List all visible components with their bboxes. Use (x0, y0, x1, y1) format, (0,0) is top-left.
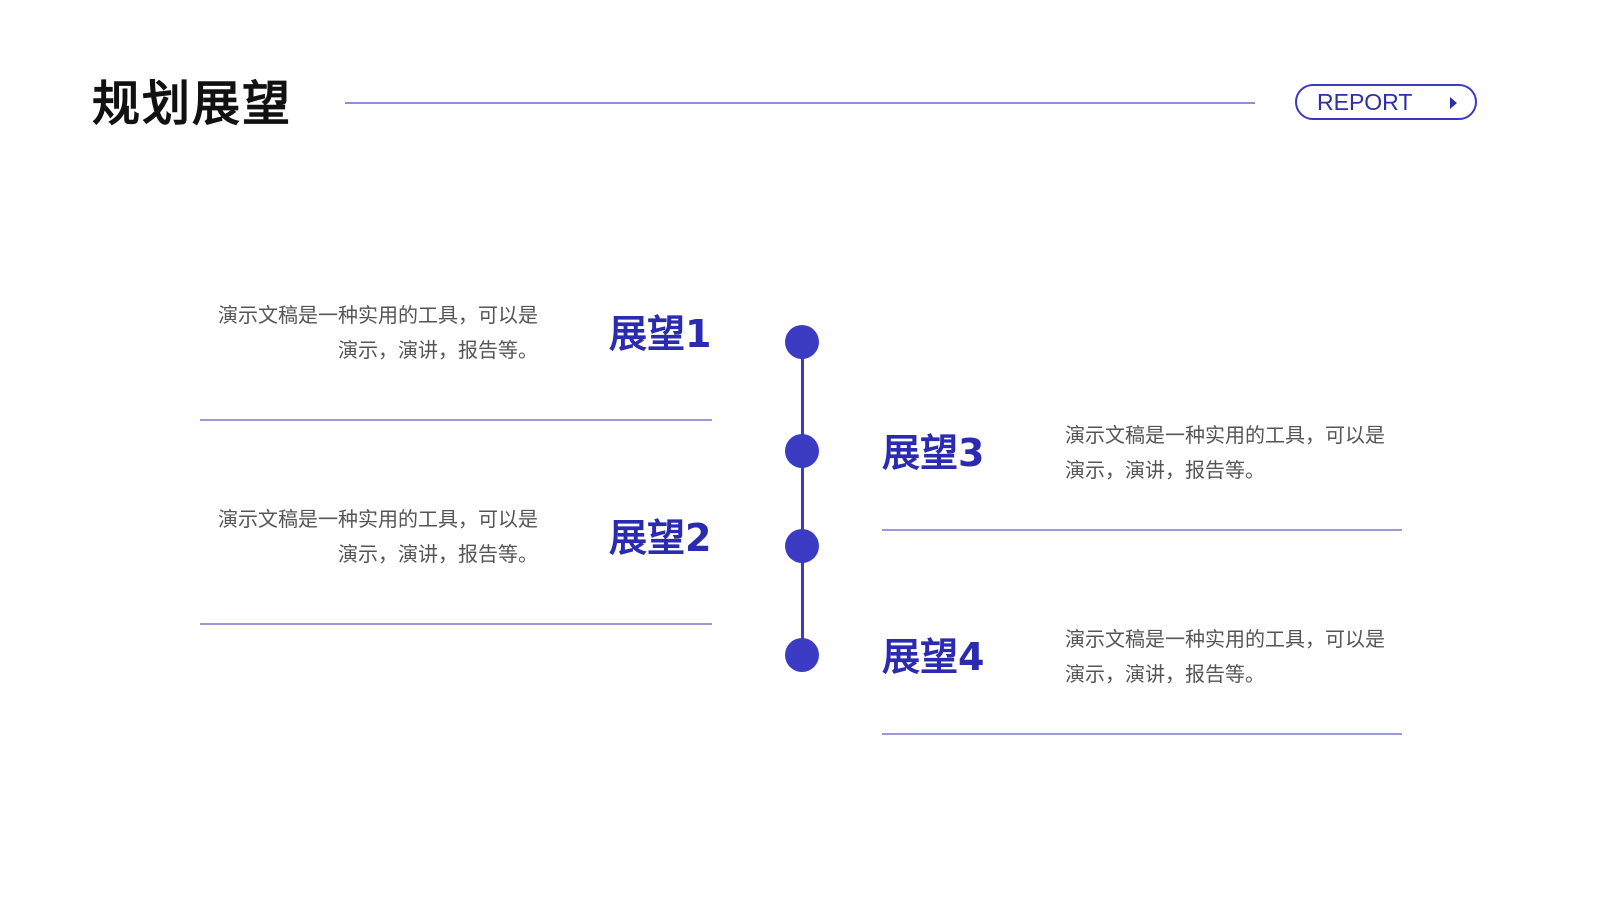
item-2-divider (200, 623, 712, 625)
item-1-divider (200, 419, 712, 421)
item-3-desc: 演示文稿是一种实用的工具，可以是演示，演讲，报告等。 (1065, 423, 1385, 482)
item-4-title: 展望4 (882, 635, 985, 679)
timeline-dot-4 (785, 638, 819, 672)
timeline-dot-1 (785, 325, 819, 359)
page-title: 规划展望 (92, 76, 293, 132)
item-2-desc: 演示文稿是一种实用的工具，可以是演示，演讲，报告等。 (218, 507, 538, 566)
item-3-divider (882, 529, 1402, 531)
chevron-right-icon (1450, 97, 1457, 109)
report-button-label: REPORT (1317, 88, 1413, 115)
item-3-title: 展望3 (882, 431, 985, 475)
item-1-title: 展望1 (609, 312, 712, 356)
timeline-dot-2 (785, 434, 819, 468)
item-4-desc: 演示文稿是一种实用的工具，可以是演示，演讲，报告等。 (1065, 627, 1385, 686)
timeline-dot-3 (785, 529, 819, 563)
header-divider (345, 102, 1255, 104)
item-1-desc: 演示文稿是一种实用的工具，可以是演示，演讲，报告等。 (218, 303, 538, 362)
item-2-title: 展望2 (609, 516, 712, 560)
item-4-divider (882, 733, 1402, 735)
timeline-line (801, 342, 804, 656)
report-button[interactable]: REPORT (1295, 84, 1477, 120)
